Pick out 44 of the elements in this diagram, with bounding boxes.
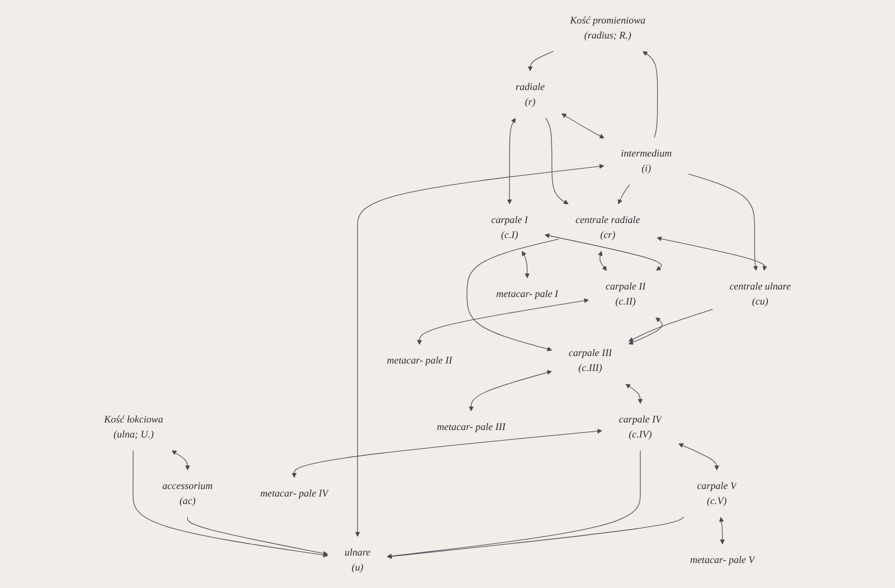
arrow	[598, 250, 607, 271]
arrow	[387, 450, 641, 558]
node-text: metacar- pale II	[386, 354, 452, 366]
arrow	[688, 174, 758, 271]
node-text: carpale III (c.III)	[568, 347, 612, 374]
node-text: metacar- pale V	[690, 554, 755, 566]
node-text: carpale IV (c.IV)	[618, 414, 662, 440]
arrow	[626, 384, 643, 404]
arrow	[642, 51, 658, 138]
node-text: carpale I (c.I)	[491, 214, 528, 240]
arrow	[417, 298, 589, 345]
node-text: carpale II (c.II)	[606, 280, 646, 307]
arrow	[187, 516, 328, 556]
node-text: metacar- pale III	[436, 421, 506, 432]
arrow	[387, 516, 684, 559]
arrow	[719, 517, 725, 544]
arrow	[628, 308, 713, 342]
arrow	[466, 238, 560, 352]
node-text: accessorium (ac)	[162, 480, 213, 506]
node-text: radiale (r)	[516, 81, 545, 108]
arrow	[528, 50, 554, 72]
arrow	[628, 317, 662, 345]
arrow	[561, 113, 604, 138]
arrow	[507, 118, 516, 204]
arrow	[172, 450, 190, 470]
node-text: Kość promieniowa (radius; R.)	[570, 14, 646, 41]
arrow	[355, 164, 604, 537]
arrow	[544, 233, 662, 271]
arrow	[678, 443, 720, 470]
node-text: intermedium (i)	[620, 148, 672, 174]
node-text: centrale radiale (cr)	[576, 214, 640, 240]
node-text: centrale ulnare (cu)	[729, 280, 791, 307]
arrow	[618, 184, 630, 204]
arrow	[656, 236, 768, 271]
arrow	[132, 450, 328, 558]
arrow	[468, 370, 552, 412]
arrow	[522, 250, 530, 278]
node-text: carpale V (c.V)	[697, 480, 736, 506]
node-text: Kość łokciowa (ulna; U.)	[104, 414, 164, 440]
arrow	[292, 428, 602, 478]
node-text: metacar- pale IV	[260, 488, 328, 499]
arrow	[545, 118, 569, 204]
node-text: metacar- pale I	[496, 288, 558, 300]
node-text: ulnare (u)	[344, 546, 370, 573]
